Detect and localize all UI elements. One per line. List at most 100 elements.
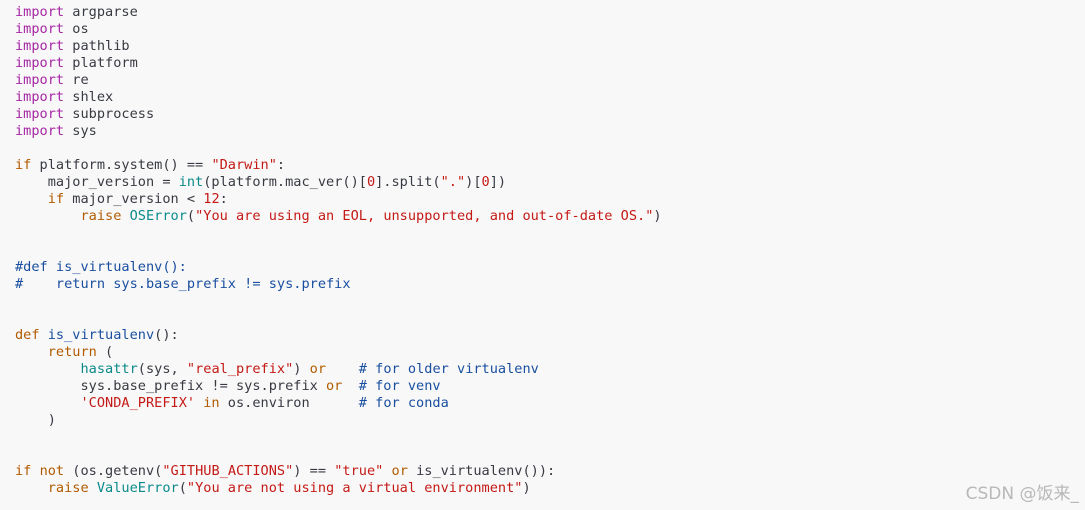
code-token: shlex xyxy=(64,89,114,105)
code-token: if xyxy=(47,191,65,207)
code-token: if xyxy=(15,157,32,173)
code-token: (): xyxy=(154,327,179,343)
code-line: #def is_virtualenv(): xyxy=(15,259,662,276)
code-token: or xyxy=(326,378,343,394)
code-token: ].split( xyxy=(375,174,441,190)
code-token xyxy=(121,208,129,224)
code-line: 'CONDA_PREFIX' in os.environ # for conda xyxy=(15,395,662,412)
code-line: sys.base_prefix != sys.prefix or # for v… xyxy=(15,378,662,395)
code-token: OSError xyxy=(129,208,187,224)
code-token: # for older virtualenv xyxy=(358,361,539,377)
code-line: hasattr(sys, "real_prefix") or # for old… xyxy=(15,361,662,378)
code-token: platform.system() == xyxy=(31,157,212,173)
code-token: # for venv xyxy=(358,378,441,394)
code-token: import xyxy=(15,106,65,122)
code-token xyxy=(15,395,80,411)
code-token xyxy=(15,191,48,207)
code-token: os xyxy=(64,21,89,37)
code-token: import xyxy=(15,38,65,54)
code-token: ( xyxy=(186,208,196,224)
code-token: sys xyxy=(64,123,97,139)
code-token: def xyxy=(15,327,40,343)
code-token: ) == xyxy=(293,463,335,479)
code-line: raise ValueError("You are not using a vi… xyxy=(15,480,662,497)
code-token xyxy=(383,463,391,479)
code-token: return xyxy=(47,344,97,360)
code-token: major_version = xyxy=(15,174,179,190)
code-token: hasattr xyxy=(80,361,138,377)
code-token: "true" xyxy=(334,463,384,479)
code-token: # for conda xyxy=(358,395,449,411)
code-token: "Darwin" xyxy=(211,157,277,173)
code-token xyxy=(15,361,80,377)
code-token: ( xyxy=(96,344,114,360)
code-line: def is_virtualenv(): xyxy=(15,327,662,344)
code-token: ) xyxy=(522,480,531,496)
code-token: platform xyxy=(64,55,138,71)
code-line: major_version = int(platform.mac_ver()[ 0… xyxy=(15,174,662,191)
code-token: argparse xyxy=(64,4,138,20)
code-line xyxy=(15,293,662,310)
code-token: import xyxy=(15,21,65,37)
code-token: os.environ xyxy=(219,395,359,411)
code-token: import xyxy=(15,55,65,71)
code-token: (platform.mac_ver()[ xyxy=(203,174,367,190)
code-token: 'CONDA_PREFIX' xyxy=(80,395,196,411)
code-token: ValueError xyxy=(96,480,179,496)
code-token: raise xyxy=(80,208,122,224)
code-token: # return sys.base_prefix != sys.prefix xyxy=(15,276,351,292)
code-line xyxy=(15,446,662,463)
code-line: import subprocess xyxy=(15,106,662,123)
code-token xyxy=(326,361,359,377)
code-line: # return sys.base_prefix != sys.prefix xyxy=(15,276,662,293)
code-token: (os.getenv( xyxy=(64,463,163,479)
code-line xyxy=(15,242,662,259)
code-token: ) xyxy=(653,208,662,224)
code-token: if xyxy=(15,463,32,479)
code-token: 12 xyxy=(203,191,220,207)
code-token: pathlib xyxy=(64,38,130,54)
code-token xyxy=(342,378,358,394)
code-token: import xyxy=(15,72,65,88)
code-line: raise OSError("You are using an EOL, uns… xyxy=(15,208,662,225)
code-token: in xyxy=(203,395,220,411)
code-token: import xyxy=(15,89,65,105)
code-token: #def is_virtualenv(): xyxy=(15,259,187,275)
code-line: import os xyxy=(15,21,662,38)
code-token: ( xyxy=(178,480,187,496)
code-token xyxy=(40,327,48,343)
code-token: : xyxy=(219,191,228,207)
code-token xyxy=(15,208,80,224)
code-token: )[ xyxy=(465,174,482,190)
code-line xyxy=(15,225,662,242)
code-token: major_version < xyxy=(64,191,204,207)
code-token: or xyxy=(391,463,408,479)
code-token: is_virtualenv()): xyxy=(407,463,556,479)
code-token: "You are not using a virtual environment… xyxy=(186,480,523,496)
code-token: "." xyxy=(440,174,466,190)
code-line: import platform xyxy=(15,55,662,72)
code-token: not xyxy=(39,463,65,479)
code-line: if not (os.getenv("GITHUB_ACTIONS") == "… xyxy=(15,463,662,480)
code-line xyxy=(15,429,662,446)
code-line: import re xyxy=(15,72,662,89)
code-token: 0 xyxy=(481,174,490,190)
code-token: int xyxy=(178,174,204,190)
code-token: is_virtualenv xyxy=(47,327,155,343)
watermark: CSDN @饭来_ xyxy=(965,484,1079,504)
code-token xyxy=(31,463,39,479)
code-token xyxy=(15,480,48,496)
code-token: ) xyxy=(293,361,310,377)
code-line: if major_version < 12: xyxy=(15,191,662,208)
code-token: "GITHUB_ACTIONS" xyxy=(162,463,294,479)
code-token: (sys, xyxy=(137,361,187,377)
code-token: raise xyxy=(47,480,89,496)
code-token: sys.base_prefix != sys.prefix xyxy=(15,378,326,394)
code-line: import pathlib xyxy=(15,38,662,55)
code-line: import argparse xyxy=(15,4,662,21)
code-token: or xyxy=(309,361,327,377)
code-line: import shlex xyxy=(15,89,662,106)
code-token: "real_prefix" xyxy=(186,361,294,377)
code-line: if platform.system() == "Darwin": xyxy=(15,157,662,174)
